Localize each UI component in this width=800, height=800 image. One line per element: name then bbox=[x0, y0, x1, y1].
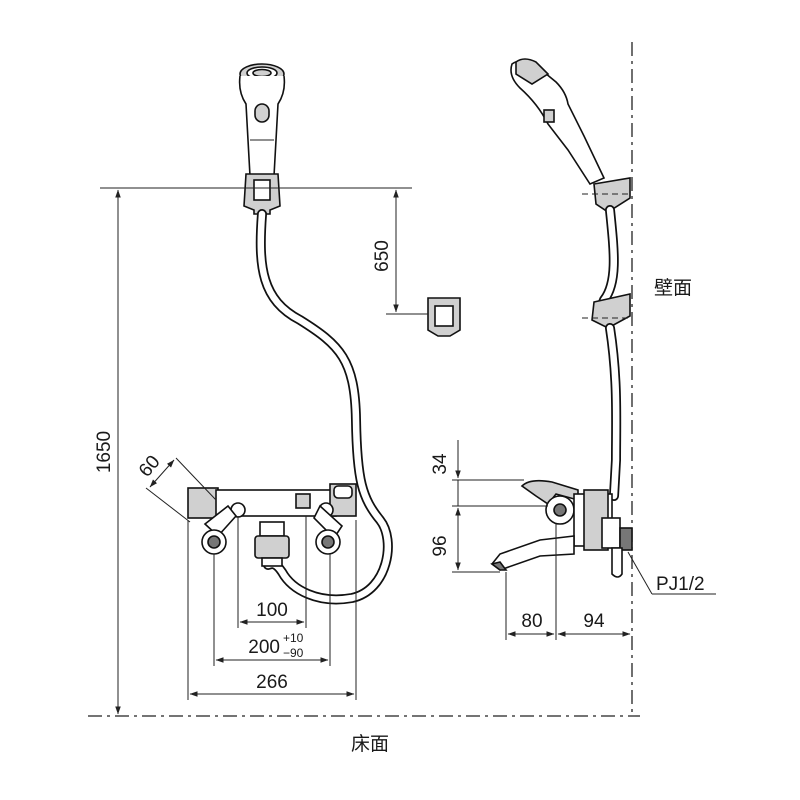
dim-center-span: 200 bbox=[248, 637, 280, 658]
shower-head-front bbox=[238, 63, 286, 177]
floor-label: 床面 bbox=[351, 733, 389, 755]
shower-hook-side-upper bbox=[593, 177, 631, 213]
shower-hook-front bbox=[243, 173, 281, 215]
dim-height-total: 1650 bbox=[94, 431, 115, 473]
dim-hook-drop: 650 bbox=[372, 240, 393, 272]
dim-lower-height: 96 bbox=[430, 535, 451, 556]
dim-wall-offset: 94 bbox=[583, 611, 605, 632]
dim-line-60 bbox=[149, 459, 175, 488]
wall-label: 壁面 bbox=[654, 277, 692, 299]
hook-detail bbox=[427, 297, 461, 337]
dim-tolerance-plus: +10 bbox=[283, 631, 304, 645]
pipe-thread-label: PJ1/2 bbox=[656, 574, 705, 595]
faucet-body-front bbox=[187, 483, 357, 567]
dim-upper-height: 34 bbox=[430, 453, 451, 475]
dim-handle-offset: 60 bbox=[135, 452, 165, 482]
front-view: 1650 650 60 100 200 +10 −90 266 bbox=[94, 63, 461, 715]
shower-head-side bbox=[510, 58, 606, 186]
dim-tolerance-minus: −90 bbox=[283, 646, 304, 660]
shower-hook-side-middle bbox=[591, 293, 631, 329]
faucet-body-side bbox=[490, 479, 633, 578]
dim-spout-reach: 80 bbox=[521, 611, 542, 632]
dim-overall-width: 266 bbox=[256, 672, 288, 693]
dim-inner-span: 100 bbox=[256, 600, 288, 621]
side-view: 34 96 80 94 PJ1/2 bbox=[430, 58, 716, 640]
